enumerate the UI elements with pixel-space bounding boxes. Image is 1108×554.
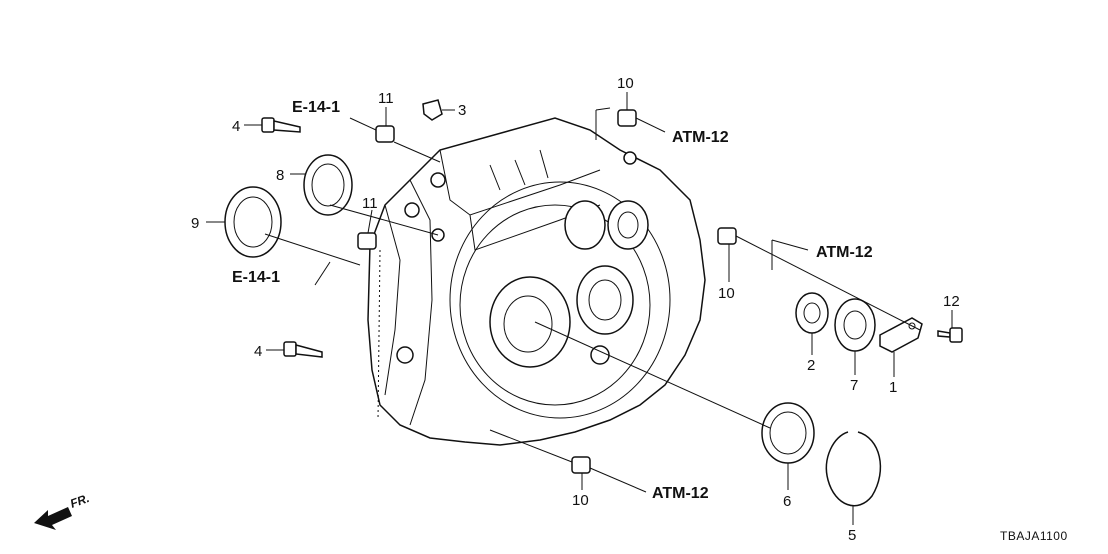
oil-seal-8 (303, 154, 353, 216)
callout-8: 8 (276, 167, 284, 184)
bolt-12 (937, 327, 963, 343)
callout-11-upper: 11 (378, 90, 394, 107)
dowel-pin-11-upper (375, 125, 395, 143)
front-direction-label: FR. (68, 491, 91, 511)
callout-4-lower: 4 (254, 343, 262, 360)
snap-ring-5 (825, 431, 882, 507)
callout-10-right: 10 (718, 285, 735, 302)
bolt-4-lower (283, 341, 323, 358)
ref-atm-12-bottom[interactable]: ATM-12 (652, 485, 709, 502)
ref-atm-12-top[interactable]: ATM-12 (672, 129, 729, 146)
callout-1: 1 (889, 379, 897, 396)
callout-7: 7 (850, 377, 858, 394)
callout-12: 12 (943, 293, 960, 310)
callout-4-upper: 4 (232, 118, 240, 135)
diagram-code: TBAJA1100 (1000, 529, 1068, 543)
callout-5: 5 (848, 527, 856, 544)
bearing-7 (834, 298, 876, 352)
callout-11-lower: 11 (362, 195, 378, 212)
fitting-3 (422, 99, 443, 121)
bolt-4-upper (261, 117, 301, 133)
oil-seal-2 (795, 292, 829, 334)
ref-atm-12-right[interactable]: ATM-12 (816, 244, 873, 261)
ref-e14-1-top[interactable]: E-14-1 (292, 99, 340, 116)
callout-9: 9 (191, 215, 199, 232)
callout-10-bottom: 10 (572, 492, 589, 509)
dowel-pin-10-bottom (571, 456, 591, 474)
callout-3: 3 (458, 102, 466, 119)
dowel-pin-10-right (717, 227, 737, 245)
callout-2: 2 (807, 357, 815, 374)
oil-seal-6 (761, 402, 815, 464)
leader-lines (206, 92, 953, 525)
callout-10-top: 10 (617, 75, 634, 92)
oil-seal-9 (224, 186, 282, 258)
callout-6: 6 (783, 493, 791, 510)
bracket-1 (879, 317, 923, 353)
front-direction-arrow-icon (34, 507, 72, 530)
ref-e14-1-left[interactable]: E-14-1 (232, 269, 280, 286)
transmission-housing (367, 117, 706, 446)
dowel-pin-10-top (617, 109, 637, 127)
dowel-pin-11-lower (357, 232, 377, 250)
